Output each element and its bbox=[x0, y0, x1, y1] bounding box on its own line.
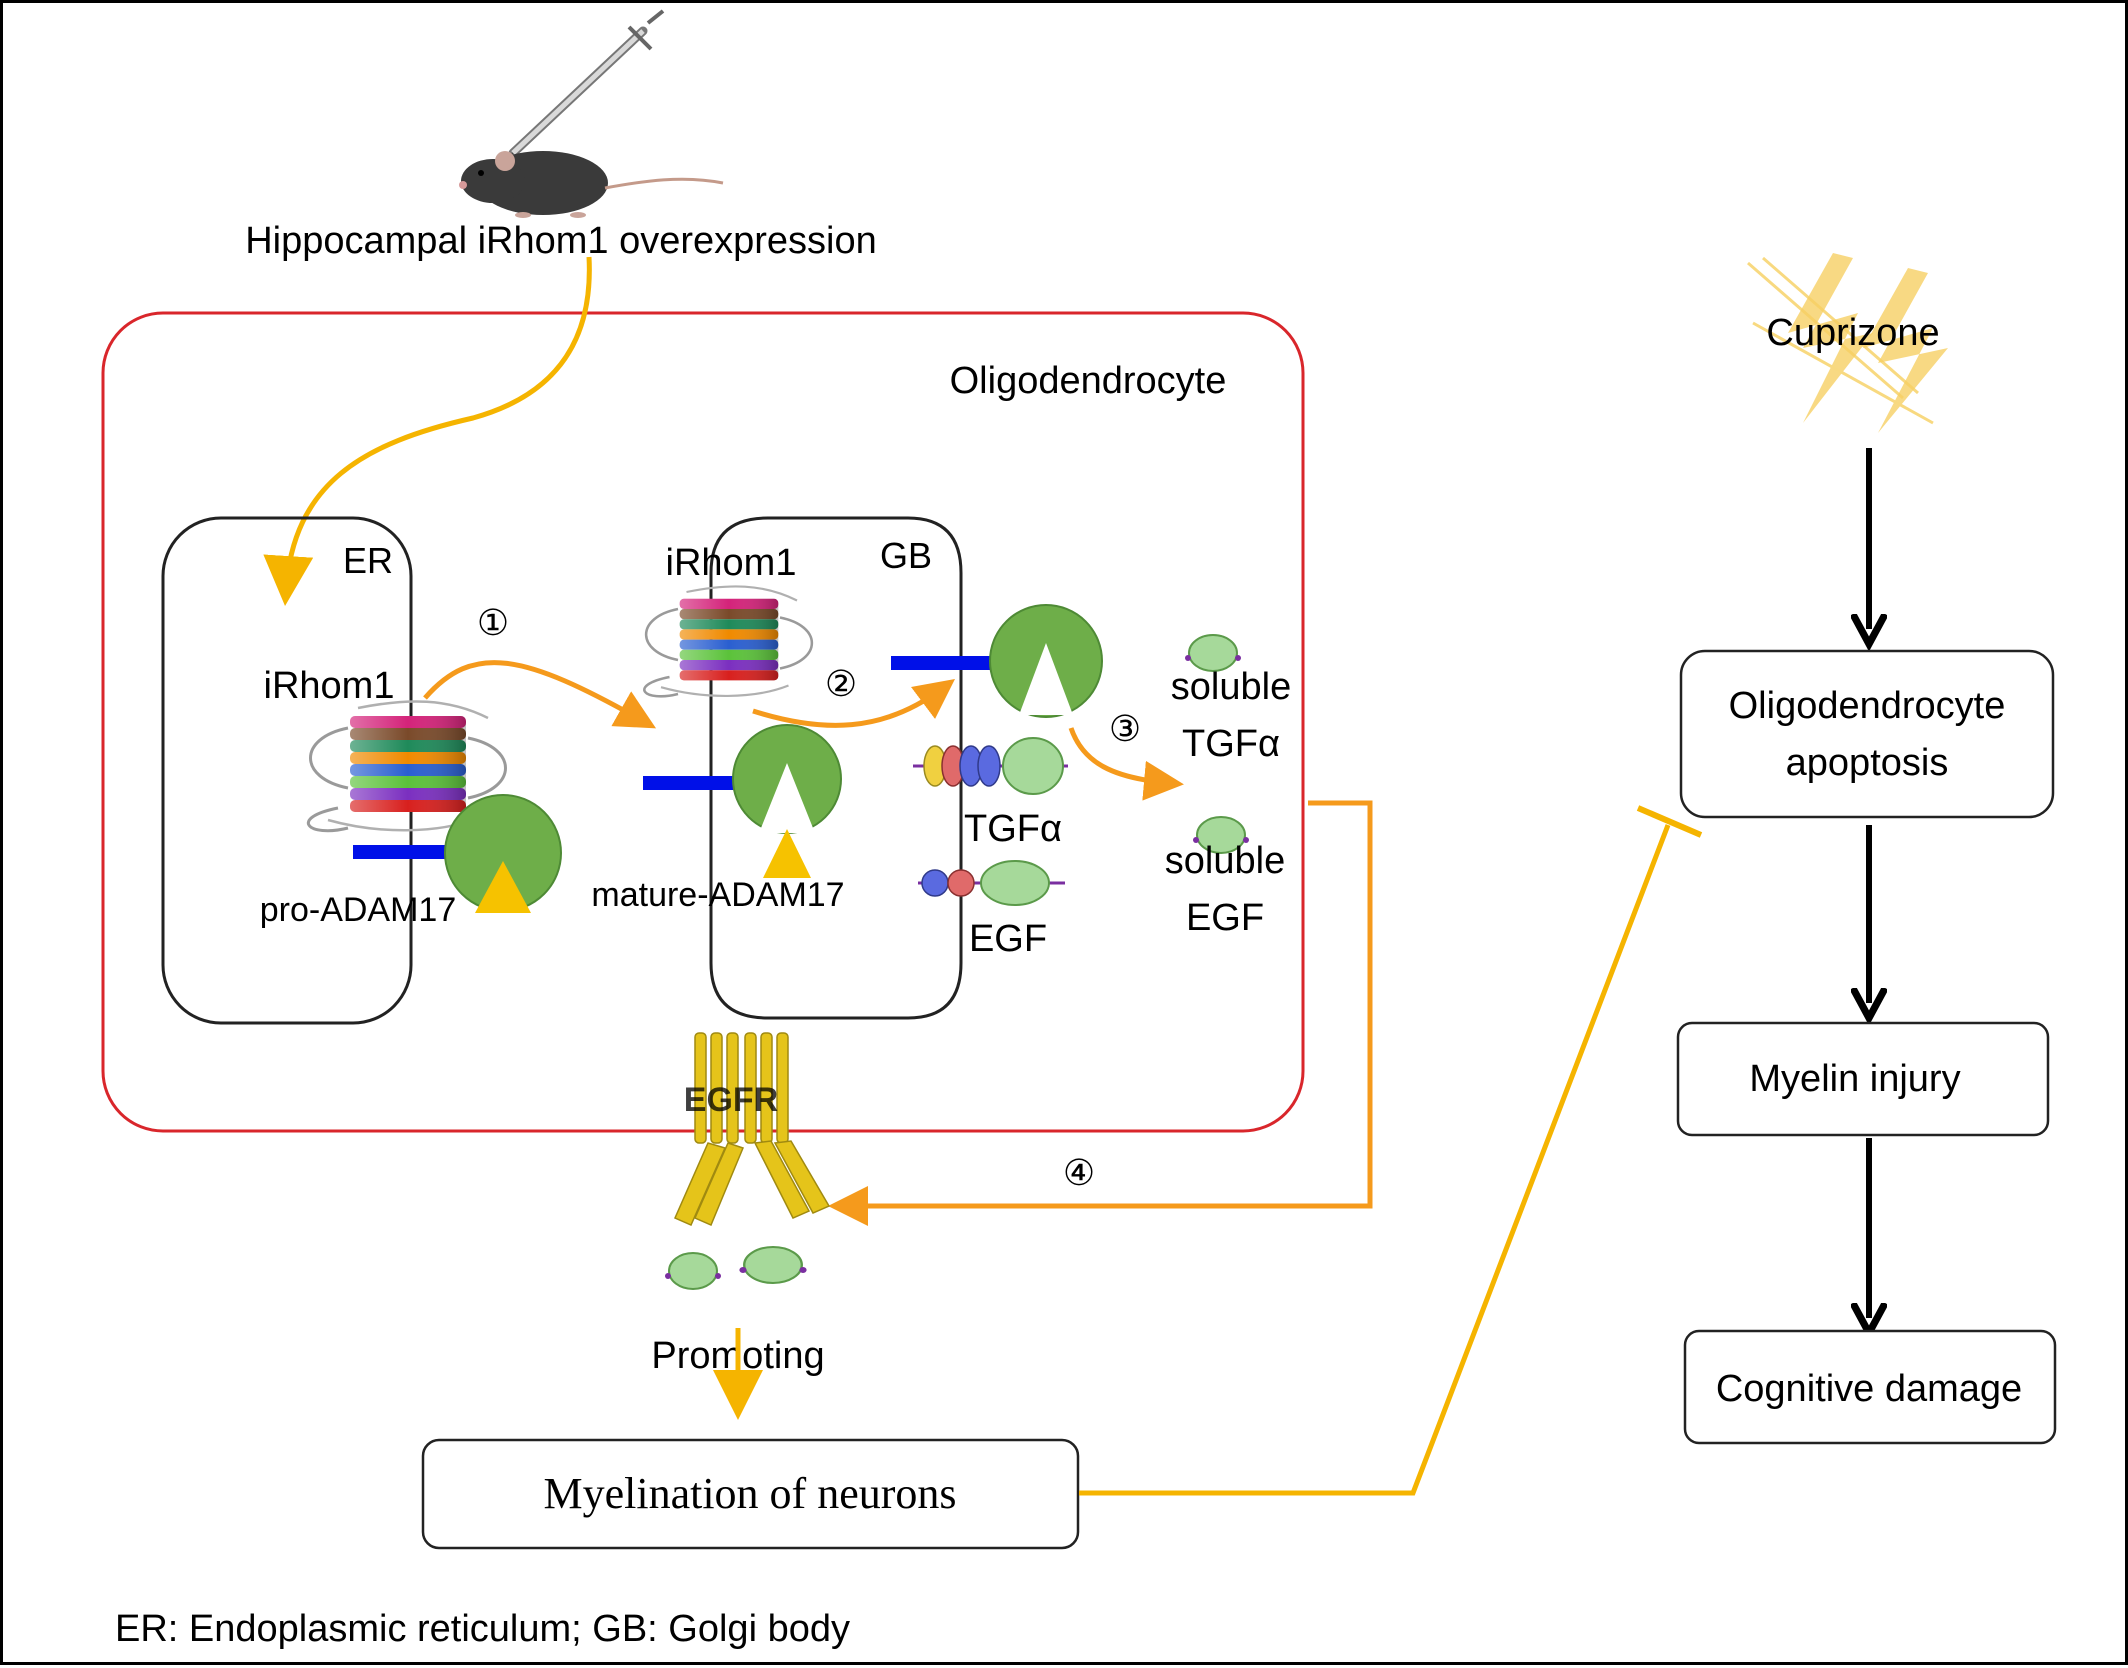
mouse-caption: Hippocampal iRhom1 overexpression bbox=[245, 220, 877, 262]
egfr-label: EGFR bbox=[684, 1081, 778, 1119]
bound-ligand-icon bbox=[664, 1252, 722, 1290]
myelination-label: Myelination of neurons bbox=[543, 1469, 956, 1518]
injection-arrow bbox=[263, 256, 592, 606]
pathway-diagram: Hippocampal iRhom1 overexpression Oligod… bbox=[101, 9, 2057, 1650]
pro-adam17-enzyme bbox=[353, 794, 562, 913]
pro-adam17-label: pro-ADAM17 bbox=[260, 891, 457, 929]
inhibition-bar bbox=[1636, 805, 1703, 838]
mature-adam17-enzyme bbox=[643, 724, 842, 878]
helix-bundle-icon bbox=[643, 585, 814, 698]
apoptosis-box bbox=[1679, 649, 2055, 819]
tgfa-precursor bbox=[913, 737, 1068, 795]
apoptosis-label-2: apoptosis bbox=[1786, 742, 1949, 784]
soluble-egf-label-2: EGF bbox=[1186, 897, 1264, 939]
receptor-icon bbox=[674, 1032, 831, 1226]
myelin-injury-box bbox=[1676, 1021, 2050, 1137]
gb-label: GB bbox=[880, 535, 932, 576]
soluble-tgfa-label-1: soluble bbox=[1171, 666, 1291, 708]
lightning-icon bbox=[1747, 253, 1948, 433]
cognitive-damage-label: Cognitive damage bbox=[1716, 1368, 2022, 1410]
egf-label: EGF bbox=[969, 918, 1047, 960]
cuprizone-label: Cuprizone bbox=[1766, 312, 1939, 354]
inhibition-line bbox=[1079, 824, 1671, 1496]
syringe-icon bbox=[498, 9, 665, 169]
membrane-adam17-enzyme bbox=[891, 604, 1103, 718]
step1-arrow bbox=[423, 660, 657, 729]
step3-arrow bbox=[1068, 727, 1184, 801]
step2-arrow bbox=[752, 679, 956, 728]
step1-number: ① bbox=[477, 602, 509, 643]
er-irhom1-label: iRhom1 bbox=[264, 665, 395, 707]
egf-precursor bbox=[918, 860, 1065, 906]
er-label: ER bbox=[343, 540, 393, 581]
apoptosis-label-1: Oligodendrocyte bbox=[1729, 685, 2006, 727]
footnote: ER: Endoplasmic reticulum; GB: Golgi bod… bbox=[115, 1608, 850, 1650]
myelin-injury-label: Myelin injury bbox=[1749, 1058, 1960, 1100]
step4-number: ④ bbox=[1063, 1152, 1095, 1193]
gb-irhom1-label: iRhom1 bbox=[666, 542, 797, 584]
mouse-icon bbox=[459, 151, 724, 218]
mature-adam17-label: mature-ADAM17 bbox=[591, 876, 844, 914]
soluble-egf-label-1: soluble bbox=[1165, 840, 1285, 882]
gb-compartment bbox=[709, 516, 963, 1020]
tgfa-label: TGFα bbox=[964, 808, 1062, 850]
soluble-tgfa-label-2: TGFα bbox=[1182, 723, 1280, 765]
myelination-box bbox=[421, 1438, 1080, 1550]
cell-label: Oligodendrocyte bbox=[950, 360, 1227, 402]
bound-ligand-icon bbox=[738, 1245, 808, 1285]
step2-number: ② bbox=[825, 663, 857, 704]
step3-number: ③ bbox=[1109, 708, 1141, 749]
cognitive-damage-box bbox=[1683, 1329, 2057, 1445]
step4-arrow bbox=[828, 800, 1373, 1226]
